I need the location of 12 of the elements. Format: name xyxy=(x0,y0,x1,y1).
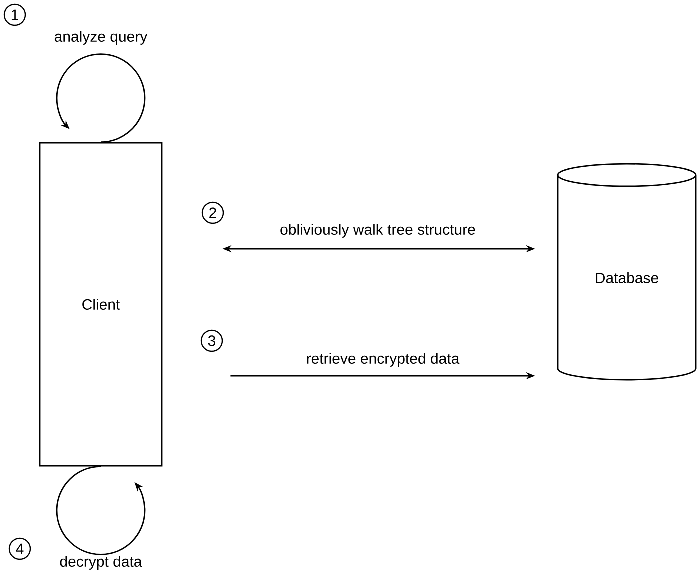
arrow xyxy=(56,54,146,143)
edge-label: decrypt data xyxy=(60,556,142,570)
edge-label: obliviously walk tree structure xyxy=(280,224,476,238)
arrow xyxy=(56,466,146,556)
step-number: 1 xyxy=(4,4,26,26)
step-number: 3 xyxy=(200,330,224,352)
edge-label: analyze query xyxy=(54,31,148,45)
edge-label: retrieve encrypted data xyxy=(307,353,460,367)
step-number: 4 xyxy=(8,538,32,560)
client-box: Client xyxy=(39,142,163,467)
database-cylinder: Database xyxy=(557,163,697,381)
step-number: 2 xyxy=(202,202,224,224)
